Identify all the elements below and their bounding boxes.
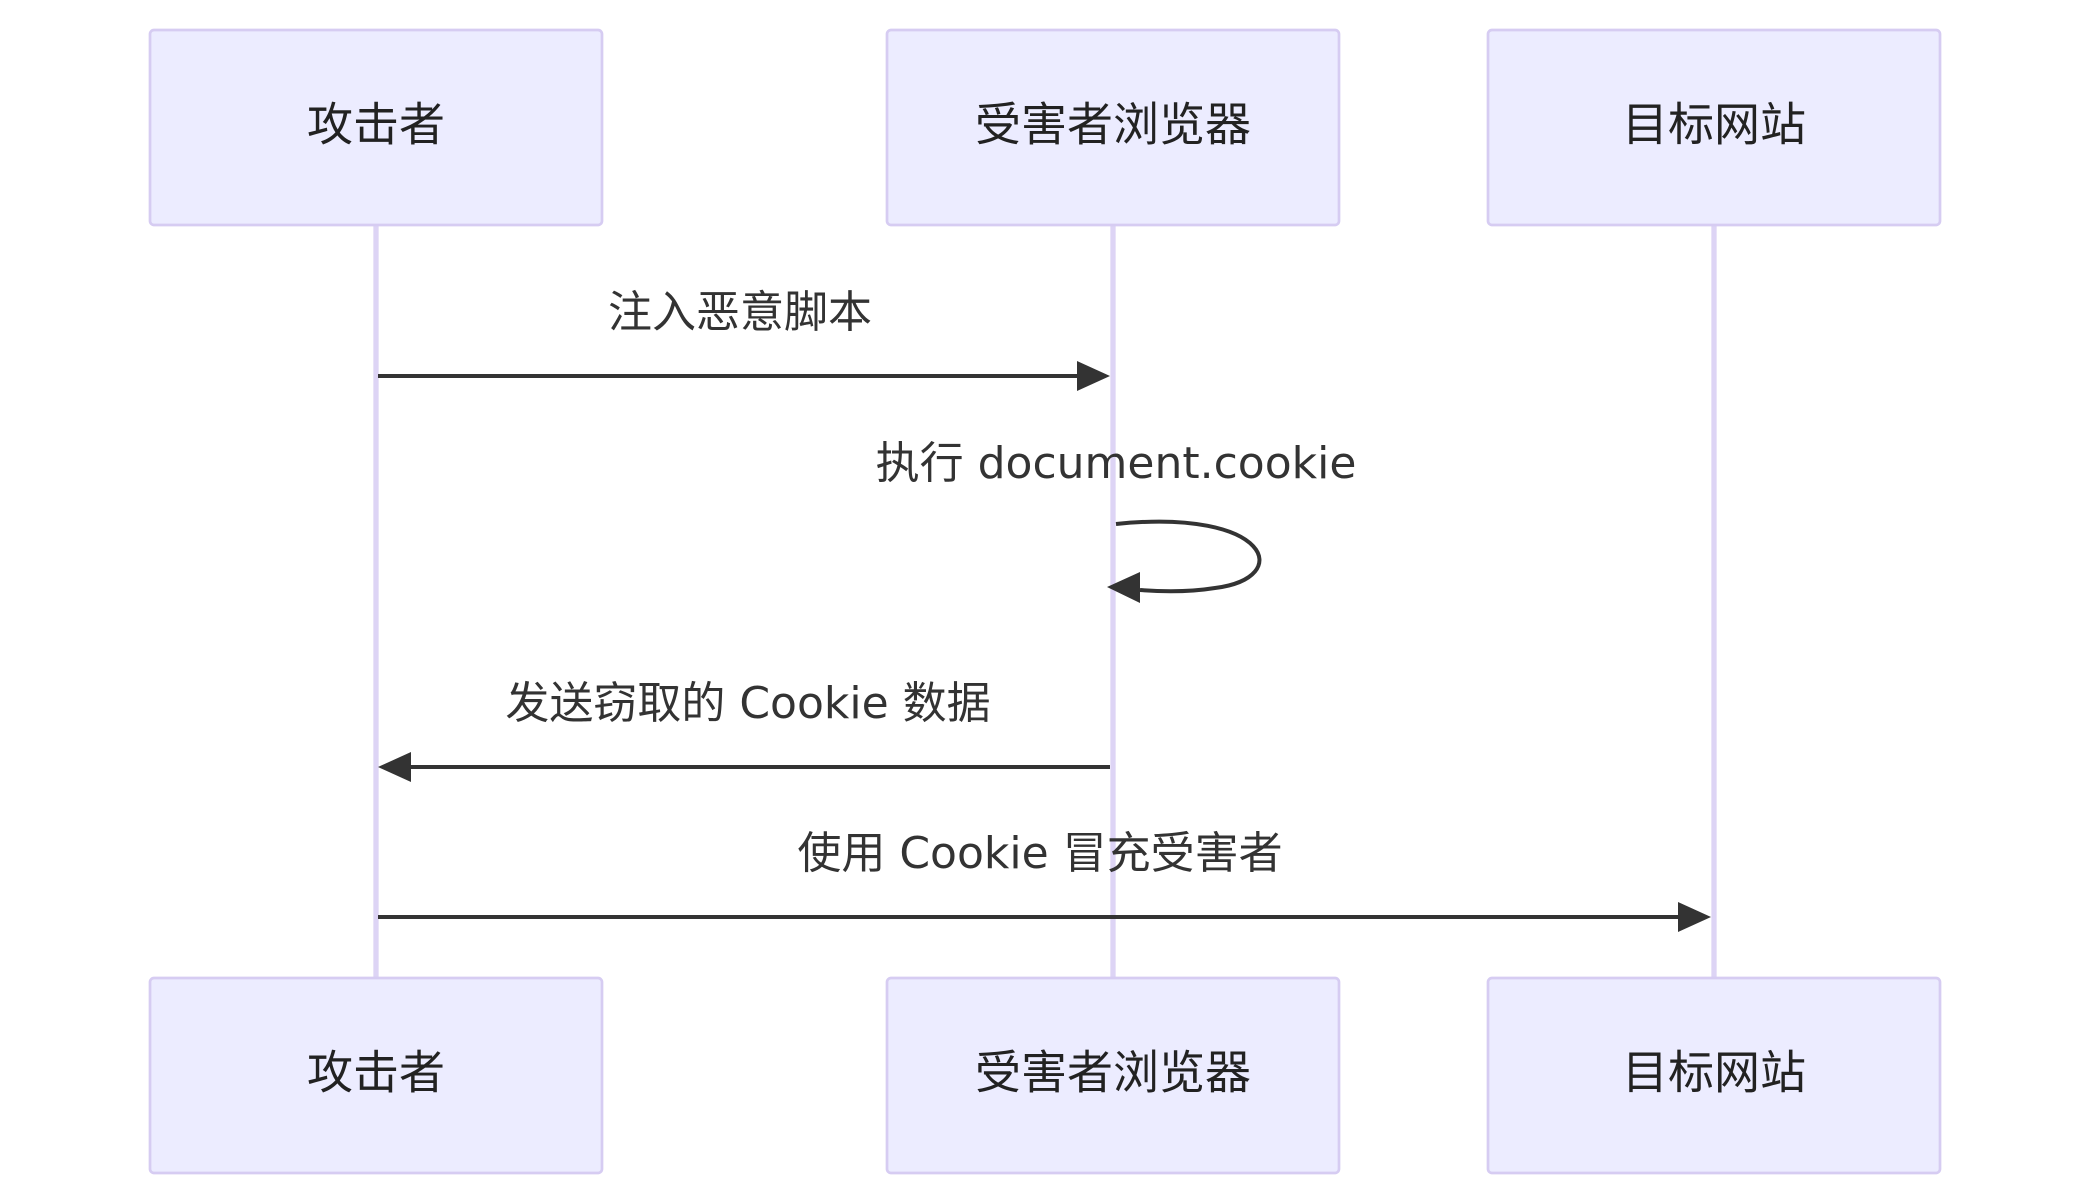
actor-label: 受害者浏览器 <box>975 98 1251 152</box>
actor-site-top[interactable]: 目标网站 <box>1486 28 1942 227</box>
actor-box <box>885 28 1341 227</box>
actor-box <box>885 976 1341 1175</box>
actor-attacker-top[interactable]: 攻击者 <box>148 28 604 227</box>
message-inject-script: 注入恶意脚本 <box>378 287 1110 391</box>
message-label: 发送窃取的 Cookie 数据 <box>505 678 990 729</box>
message-impersonate: 使用 Cookie 冒充受害者 <box>378 828 1711 932</box>
actor-site-bottom[interactable]: 目标网站 <box>1486 976 1942 1175</box>
actor-label: 攻击者 <box>307 98 445 152</box>
actor-label: 目标网站 <box>1622 98 1806 152</box>
actor-browser-top[interactable]: 受害者浏览器 <box>885 28 1341 227</box>
actor-attacker-bottom[interactable]: 攻击者 <box>148 976 604 1175</box>
actor-box <box>1486 976 1942 1175</box>
message-label: 执行 document.cookie <box>876 438 1357 489</box>
actor-box <box>1486 28 1942 227</box>
actor-browser-bottom[interactable]: 受害者浏览器 <box>885 976 1341 1175</box>
self-loop-line <box>1115 519 1262 594</box>
actor-label: 目标网站 <box>1622 1046 1806 1100</box>
actor-label: 受害者浏览器 <box>975 1046 1251 1100</box>
actor-label: 攻击者 <box>307 1046 445 1100</box>
message-send-cookie: 发送窃取的 Cookie 数据 <box>378 678 1110 782</box>
arrowhead-right <box>1077 361 1110 391</box>
message-label: 使用 Cookie 冒充受害者 <box>797 828 1282 879</box>
arrowhead-right <box>1678 902 1711 932</box>
message-label: 注入恶意脚本 <box>608 287 872 338</box>
actor-box <box>148 28 604 227</box>
actor-box <box>148 976 604 1175</box>
arrowhead-left <box>378 752 411 782</box>
message-execute-cookie: 执行 document.cookie <box>876 438 1357 603</box>
arrowhead-left <box>1107 572 1140 603</box>
